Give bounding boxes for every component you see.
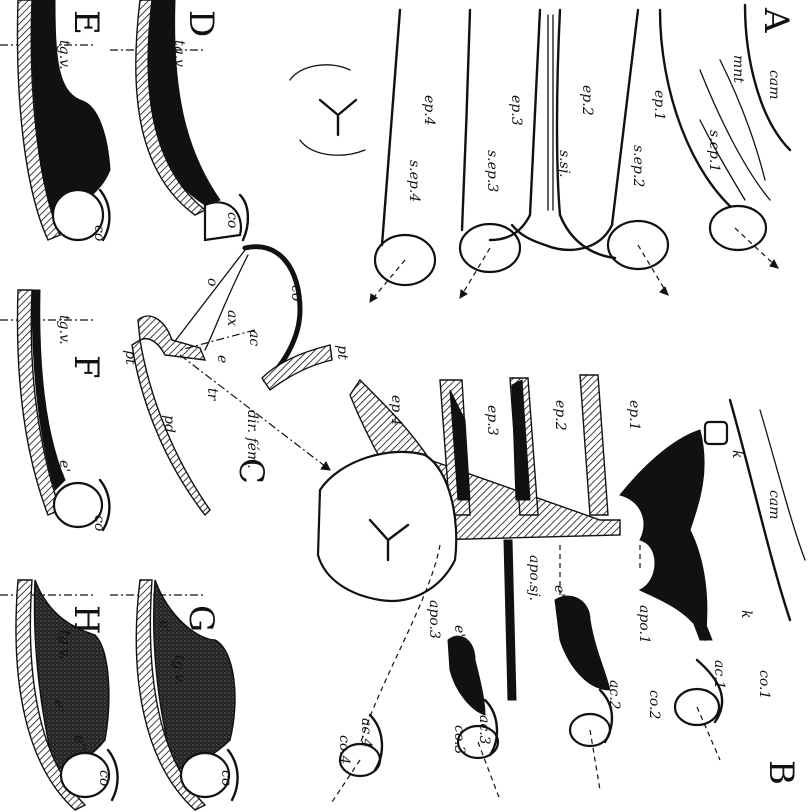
panel-f: F tg.v. e' co [0, 290, 109, 531]
label-b-ep-4: ep.4 [388, 395, 404, 426]
label-e-e2: e'' [66, 175, 82, 191]
label-f-co: co [91, 515, 107, 531]
label-c-pt1: pt [122, 350, 138, 365]
panel-a: A cam mnt s.ep.1 ep.1 s.e [290, 5, 796, 302]
label-b-ep-1: ep.1 [626, 400, 642, 431]
label-b-co-1: co.1 [756, 670, 772, 699]
label-b-k2: k [738, 610, 754, 618]
label-d-co: co [224, 212, 240, 228]
label-b-e1: e' [551, 585, 567, 597]
panel-e-caption: E [66, 10, 106, 35]
label-b-ac-1: ac.1 [711, 660, 727, 690]
label-b-ac-4: ac.4 [358, 718, 374, 748]
label-b-co-2: co.2 [646, 690, 662, 719]
label-c-dir-fem: dir. fém. [244, 410, 260, 469]
label-c-pt2: pt [334, 345, 350, 360]
label-g-e1: e' [156, 620, 172, 632]
label-h-tgv: tg.v. [56, 630, 72, 660]
label-b-ep-2: ep.2 [552, 400, 568, 431]
label-c-tr: tr [204, 388, 220, 402]
label-s-ep-3: s.ep.3 [484, 150, 500, 192]
label-c-co: co [288, 285, 304, 301]
label-s-ep-1: s.ep.1 [706, 130, 722, 172]
panel-b: B [318, 375, 805, 805]
label-b-apo-1: apo.1 [636, 605, 652, 644]
label-cam: cam [766, 70, 782, 99]
label-b-k: k [729, 450, 745, 458]
panel-h: H tg.v. e' e'' co [0, 580, 118, 810]
label-ep-4: ep.4 [421, 95, 437, 126]
label-b-cam: cam [766, 490, 782, 519]
label-h-e1: e' [51, 700, 67, 712]
label-b-apo-3: apo.3 [426, 600, 442, 639]
label-c-pd: pd [161, 415, 177, 433]
label-b-co-3: co.3 [451, 725, 467, 754]
label-e-co: co [91, 225, 107, 241]
label-b-mnt: mnt [656, 500, 672, 528]
label-mnt: mnt [730, 55, 746, 83]
panel-c: C co ac ax o e tr pd dir. fém. pt pt [122, 247, 350, 515]
label-h-e2: e'' [71, 735, 87, 751]
label-ep-3: ep.3 [508, 95, 524, 126]
label-b-apo-sj: apo.sj. [526, 555, 542, 601]
panel-a-caption: A [756, 7, 796, 33]
label-b-ep-3: ep.3 [484, 405, 500, 436]
label-f-tgv: tg.v. [56, 315, 72, 345]
label-c-o: o [204, 278, 220, 286]
label-b-ac-3: ac.3 [476, 715, 492, 745]
panel-f-caption: F [66, 355, 106, 379]
label-h-co: co [96, 770, 112, 786]
label-ep-2: ep.2 [579, 85, 595, 116]
label-c-ax: ax [224, 310, 240, 326]
label-b-apo-2: apo.2 [571, 605, 587, 644]
label-ep-1: ep.1 [651, 90, 667, 121]
panel-d-caption: D [181, 10, 221, 37]
panel-e: E tg.v. e'' co [0, 0, 110, 241]
panel-d: D tg.v. co [110, 0, 248, 240]
label-b-e2: e' [451, 625, 467, 637]
label-e-tgv: tg.v. [56, 40, 72, 70]
label-c-ac: ac [246, 330, 262, 346]
label-c-e: e [214, 355, 230, 363]
panel-b-caption: B [761, 760, 801, 785]
label-g-co: co [218, 770, 234, 786]
label-b-co-4: co.4 [336, 735, 352, 764]
label-s-ep-2: s.ep.2 [630, 145, 646, 187]
label-s-ep-4: s.ep.4 [406, 160, 422, 202]
label-b-ac-2: ac.2 [606, 680, 622, 710]
label-s-sj: s.sj. [556, 150, 572, 178]
panel-g: G tg.v. e' co [110, 580, 238, 810]
label-f-e1: e' [56, 460, 72, 472]
label-d-tgv: tg.v. [171, 40, 187, 70]
label-g-tgv: tg.v. [171, 655, 187, 685]
